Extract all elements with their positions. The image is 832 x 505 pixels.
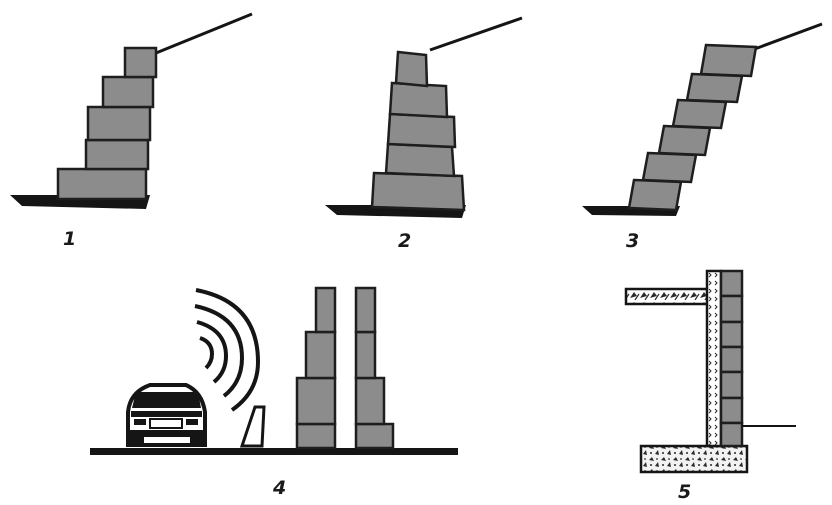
label-2: 2 — [398, 230, 411, 252]
car-icon — [126, 383, 207, 447]
label-4: 4 — [272, 477, 286, 499]
wall-type-2-leaning — [325, 16, 523, 218]
label-3: 3 — [626, 230, 639, 252]
sound-wave-icon — [194, 288, 261, 412]
label-1: 1 — [63, 228, 76, 250]
slope-line — [751, 22, 823, 52]
cantilever-retaining-wall — [624, 269, 796, 474]
stem-fill — [705, 269, 723, 448]
curb — [239, 405, 266, 448]
label-5: 5 — [678, 481, 691, 503]
wall-blocks — [627, 43, 758, 212]
noise-barrier-wall — [90, 286, 458, 455]
barrier-blocks — [295, 286, 395, 450]
wall-type-1-stepped-back — [10, 12, 253, 209]
figure-labels: 1 2 3 4 5 — [63, 228, 691, 503]
bottom-slab — [639, 444, 749, 474]
top-slab — [624, 287, 710, 306]
wall-blocks — [370, 50, 466, 212]
wall-type-3-inclined — [582, 22, 823, 216]
wall-blocks — [56, 46, 158, 201]
barrier-core — [337, 288, 354, 448]
slope-line — [155, 12, 253, 55]
facing-blocks — [719, 269, 744, 448]
ground-line — [90, 448, 458, 455]
slope-line — [429, 16, 523, 52]
